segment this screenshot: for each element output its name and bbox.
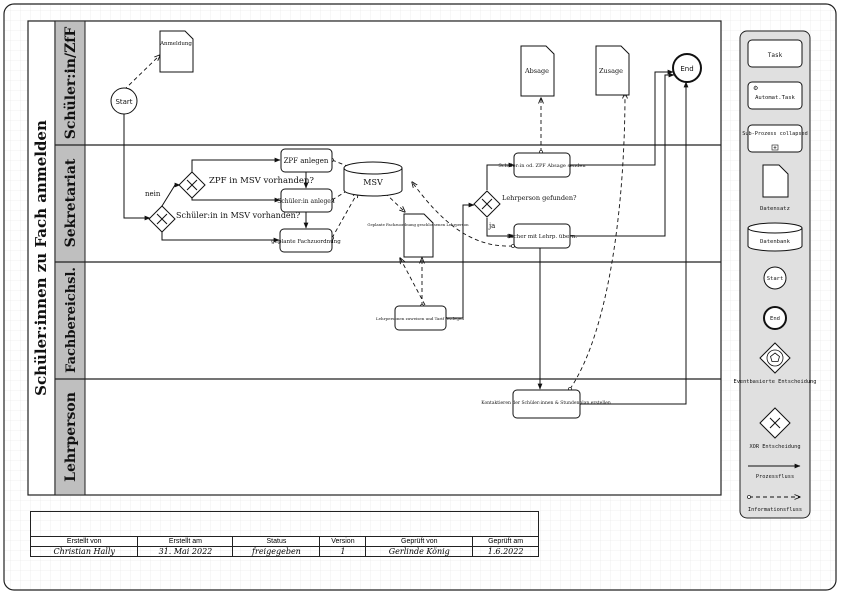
task-lehrpersonen-zuweisen-label: Lehrpersonen zuweisen und Tarif festlege… — [376, 316, 464, 321]
footer-value-row: Christian Hally 31. Mai 2022 freigegeben… — [29, 546, 539, 557]
nein-label: nein — [145, 190, 161, 198]
task-zpf-anlegen-label: ZPF anlegen — [284, 157, 329, 165]
task-schueler-anlegen[interactable]: Schüler:in anlegen — [277, 188, 335, 213]
legend-task-label: Task — [768, 52, 783, 59]
gateway-zpf-question: ZPF in MSV vorhanden? — [209, 176, 314, 186]
legend-prozessfluss-label: Prozessfluss — [756, 474, 794, 480]
zusage-label: Zusage — [599, 67, 623, 75]
end-label: End — [680, 65, 693, 73]
gateway-schueler-in-msv[interactable] — [148, 205, 176, 233]
footer-header: Version — [319, 536, 367, 547]
footer-metadata: Erstellt von Erstellt am Status Version … — [29, 511, 539, 569]
legend-subprocess: Sub-Prozess collapsed — [742, 124, 808, 153]
footer-header: Geprüft von — [365, 536, 474, 547]
legend-xor: XOR Entscheidung — [749, 407, 801, 450]
geplante-fachzuordnung-document: Geplante Fachzuordnung geschlossenen Leh… — [367, 213, 469, 258]
footer-value: 1 — [319, 546, 367, 557]
absage-document: Absage — [520, 45, 555, 97]
absage-label: Absage — [524, 67, 549, 75]
msv-label: MSV — [363, 178, 383, 187]
ja-label: ja — [488, 222, 495, 230]
gateway-zpf-in-msv[interactable] — [178, 171, 206, 199]
zusage-document: Zusage — [595, 45, 630, 96]
legend-automat-label: Automat.Task — [755, 95, 795, 101]
legend-datensatz: Datensatz — [760, 164, 790, 212]
footer-header: Erstellt von — [29, 536, 139, 547]
lane-label-schueler: Schüler:in/ZfF — [63, 27, 79, 140]
footer-value: 1.6.2022 — [472, 546, 539, 557]
legend-informationsfluss: Informationsfluss — [748, 497, 802, 513]
lane-label-lehrperson: Lehrperson — [63, 392, 79, 482]
legend-informationsfluss-label: Informationsfluss — [748, 507, 802, 513]
task-faecher-label: Fächer mit Lehrp. übern. — [507, 234, 577, 240]
gateway-lehrperson-gefunden[interactable] — [473, 190, 501, 218]
lane-label-sekretariat: Sekretariat — [63, 158, 79, 247]
footer-value: 31. Mai 2022 — [137, 546, 234, 557]
end-event[interactable]: End — [672, 53, 702, 83]
gateway-schueler-question: Schüler:in in MSV vorhanden? — [176, 211, 300, 220]
gear-icon: ⚙ — [753, 85, 758, 92]
anmeldung-document: Anmeldung — [159, 30, 194, 73]
legend-xor-label: XOR Entscheidung — [749, 444, 800, 450]
footer-value: Christian Hally — [29, 546, 139, 557]
legend-task: Task — [747, 39, 803, 68]
footer-header-row: Erstellt von Erstellt am Status Version … — [29, 536, 539, 547]
legend-end-label: End — [770, 316, 780, 322]
task-schueler-absage-label: Schüler:in od. ZPF Absage senden — [498, 163, 586, 169]
task-kontaktieren-label: Kontaktieren der Schüler:innen & Stunden… — [481, 400, 611, 406]
legend-panel: Task ⚙ Automat.Task Sub-Prozess collapse… — [734, 30, 817, 519]
legend-datenbank: Datenbank — [747, 222, 803, 252]
gateway-lehrperson-question: Lehrperson gefunden? — [502, 194, 577, 202]
legend-eventbasiert-label: Eventbasierte Entscheidung — [734, 379, 817, 385]
start-event[interactable]: Start — [110, 87, 138, 115]
legend-end: End — [763, 306, 787, 330]
task-schueler-absage[interactable]: Schüler:in od. ZPF Absage senden — [498, 152, 586, 178]
anmeldung-label: Anmeldung — [159, 41, 192, 47]
task-lehrpersonen-zuweisen[interactable]: Lehrpersonen zuweisen und Tarif festlege… — [376, 305, 464, 331]
legend-eventbasiert: Eventbasierte Entscheidung — [734, 342, 817, 385]
legend-automat-task: ⚙ Automat.Task — [747, 81, 803, 110]
task-geplante-fachzuordnung[interactable]: geplante Fachzuordnung — [271, 228, 341, 253]
task-kontaktieren[interactable]: Kontaktieren der Schüler:innen & Stunden… — [481, 389, 611, 419]
task-faecher-lehrp[interactable]: Fächer mit Lehrp. übern. — [507, 223, 577, 249]
pool-title: Schüler:innen zu Fach anmelden — [32, 120, 50, 396]
legend-prozessfluss: Prozessfluss — [748, 463, 801, 480]
legend-start: Start — [763, 266, 787, 290]
footer-header: Erstellt am — [137, 536, 234, 547]
task-schueler-anlegen-label: Schüler:in anlegen — [277, 198, 335, 205]
geplante-doc-label: Geplante Fachzuordnung geschlossenen Leh… — [367, 222, 469, 227]
task-geplante-label: geplante Fachzuordnung — [271, 239, 341, 245]
footer-value: freigegeben — [232, 546, 321, 557]
footer-value: Gerlinde König — [365, 546, 474, 557]
msv-database: MSV — [343, 161, 403, 197]
legend-start-label: Start — [767, 276, 784, 282]
legend-datenbank-label: Datenbank — [760, 239, 790, 245]
footer-header: Geprüft am — [472, 536, 539, 547]
footer-header: Status — [232, 536, 321, 547]
legend-subprocess-label: Sub-Prozess collapsed — [742, 131, 808, 137]
task-zpf-anlegen[interactable]: ZPF anlegen — [280, 148, 333, 173]
legend-datensatz-label: Datensatz — [760, 206, 790, 212]
start-label: Start — [115, 98, 132, 106]
lane-label-fachbereich: Fachbereichsl. — [64, 267, 79, 373]
